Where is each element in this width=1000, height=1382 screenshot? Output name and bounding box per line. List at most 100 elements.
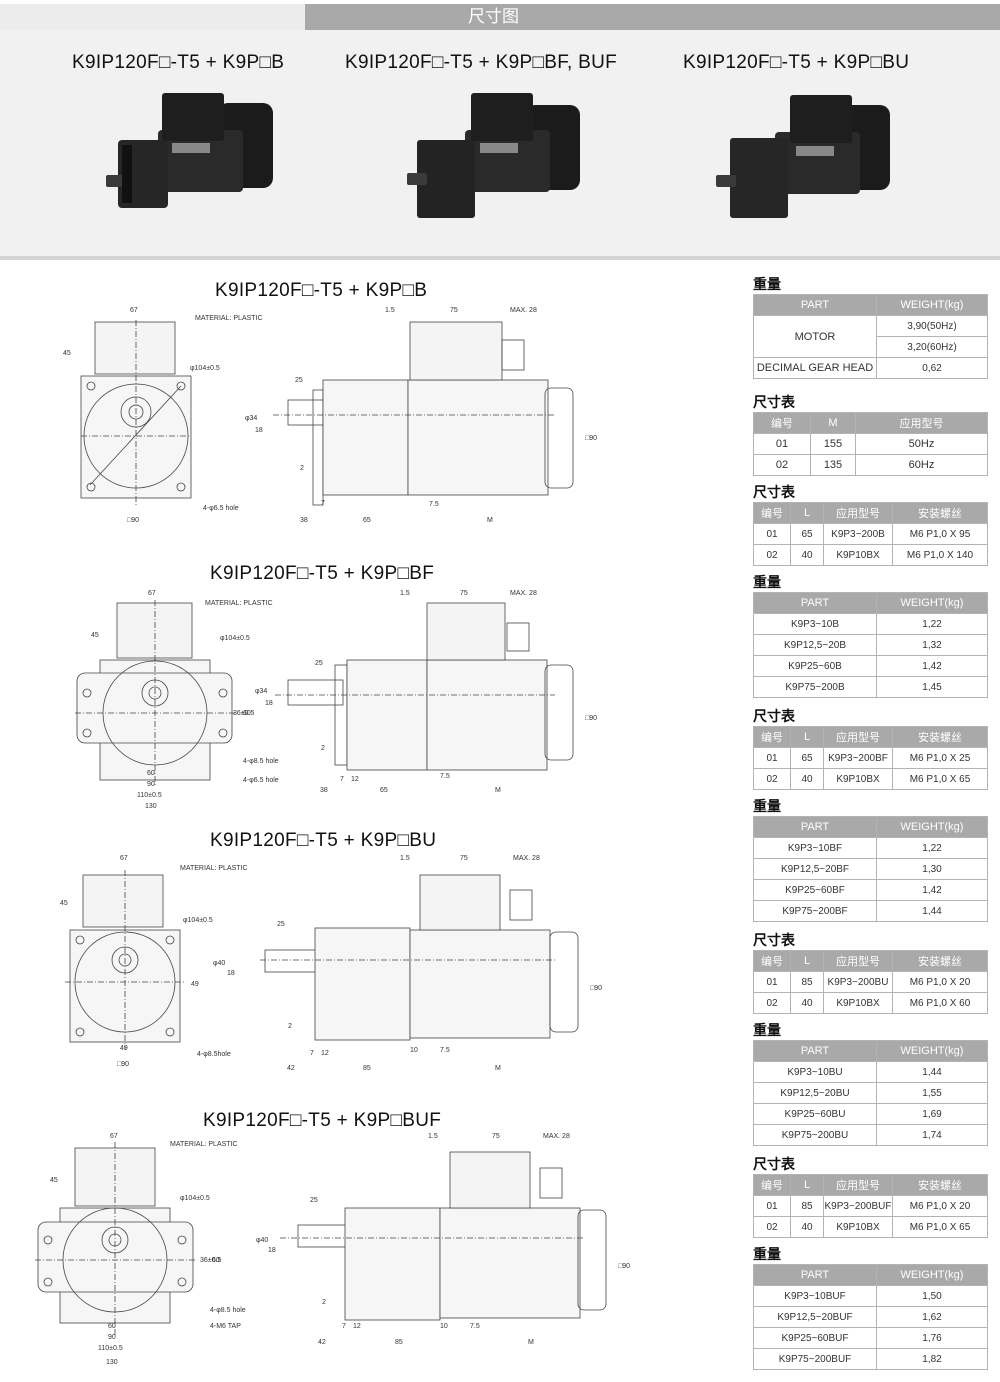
cell: 1,74 xyxy=(876,1124,988,1146)
dim-1-5: 1.5 xyxy=(400,855,410,862)
label-motor-dims: 尺寸表 xyxy=(753,394,795,410)
cell: 1,82 xyxy=(876,1348,988,1370)
cell: 1,42 xyxy=(876,655,988,677)
label-weight: 重量 xyxy=(753,574,781,590)
cell: 1,62 xyxy=(876,1306,988,1328)
dim-65: 65 xyxy=(363,517,371,524)
dim-12: 12 xyxy=(351,776,359,783)
dim-110: 110±0.5 xyxy=(137,792,162,799)
th: L xyxy=(790,726,824,748)
dim-45: 45 xyxy=(63,350,71,357)
cell: K9P12,5~20BU xyxy=(753,1082,877,1104)
dim-36: 36±0.5 xyxy=(200,1257,221,1264)
th: WEIGHT(kg) xyxy=(876,816,988,838)
dim-12: 12 xyxy=(353,1323,361,1330)
cell: 02 xyxy=(753,992,791,1014)
label-dims: 尺寸表 xyxy=(753,708,795,724)
cell: M6 P1,0 X 140 xyxy=(892,544,988,566)
th: 编号 xyxy=(753,726,791,748)
cell: 1,45 xyxy=(876,676,988,698)
drawing-b: 67 MATERIAL: PLASTIC 45 φ104±0.5 4-φ6.5 … xyxy=(63,307,597,524)
dim-67: 67 xyxy=(120,855,128,862)
label-motor-weight: 重量 xyxy=(753,276,781,292)
cell: K9P75~200BU xyxy=(753,1124,877,1146)
dim-60-h: 60 xyxy=(212,1257,220,1264)
cell-gear: DECIMAL GEAR HEAD xyxy=(753,357,877,379)
dim-75: 75 xyxy=(492,1133,500,1140)
hole-note-2: 4-φ6.5 hole xyxy=(243,777,279,784)
cell: 01 xyxy=(753,1195,791,1217)
cell: 1,76 xyxy=(876,1327,988,1349)
drawing-bu: 67 MATERIAL: PLASTIC 45 φ104±0.5 4-φ8.5h… xyxy=(60,855,602,1072)
hole-note-1: 4-φ8.5 hole xyxy=(210,1307,246,1314)
th: WEIGHT(kg) xyxy=(876,1040,988,1062)
material-note: MATERIAL: PLASTIC xyxy=(180,865,248,872)
motor-photo-bu xyxy=(716,95,890,218)
label-weight: 重量 xyxy=(753,798,781,814)
dim-square: □90 xyxy=(127,517,139,524)
dim-38: 38 xyxy=(300,517,308,524)
cell: 40 xyxy=(790,1216,824,1238)
cell: 40 xyxy=(790,544,824,566)
drawing-title-b: K9IP120F□-T5 + K9P□B xyxy=(215,280,428,301)
drawing-title-buf: K9IP120F□-T5 + K9P□BUF xyxy=(203,1110,442,1131)
th: 应用型号 xyxy=(823,1174,893,1196)
dim-7: 7 xyxy=(340,776,344,783)
dim-7-5: 7.5 xyxy=(440,773,450,780)
dim-M: M xyxy=(487,517,493,524)
hole-note-2: 4-M6 TAP xyxy=(210,1323,241,1330)
cell: M6 P1,0 X 95 xyxy=(892,523,988,545)
cell: K9P12,5~20BF xyxy=(753,858,877,880)
dim-10: 10 xyxy=(440,1323,448,1330)
dim-130: 130 xyxy=(106,1359,118,1366)
dim-18: 18 xyxy=(268,1247,276,1254)
cell: 60Hz xyxy=(855,454,988,476)
cell: M6 P1,0 X 25 xyxy=(892,747,988,769)
dim-sq90: □90 xyxy=(585,435,597,442)
dim-sq90: □90 xyxy=(618,1263,630,1270)
cell: K9P10BX xyxy=(823,1216,893,1238)
cell: K9P3~200B xyxy=(823,523,893,545)
dim-M: M xyxy=(495,1065,501,1072)
dim-7: 7 xyxy=(342,1323,346,1330)
dim-pcd: φ104±0.5 xyxy=(190,365,220,372)
header-bar: 尺寸图 xyxy=(305,4,1000,30)
dim-sq90: □90 xyxy=(585,715,597,722)
dim-2: 2 xyxy=(322,1299,326,1306)
dim-75: 75 xyxy=(450,307,458,314)
dim-75: 75 xyxy=(460,855,468,862)
dim-pcd: φ104±0.5 xyxy=(180,1195,210,1202)
dim-18: 18 xyxy=(227,970,235,977)
cell: K9P3~10BUF xyxy=(753,1285,877,1307)
dim-max: MAX. 28 xyxy=(510,590,537,597)
th: 编号 xyxy=(753,950,791,972)
cell: K9P25~60BUF xyxy=(753,1327,877,1349)
cell: 1,30 xyxy=(876,858,988,880)
dim-45: 45 xyxy=(91,632,99,639)
page-title: 尺寸图 xyxy=(468,7,519,26)
cell: 65 xyxy=(790,523,824,545)
cell: K9P12,5~20BUF xyxy=(753,1306,877,1328)
dim-key: 25 xyxy=(315,660,323,667)
cell-gear-w: 0,62 xyxy=(876,357,988,379)
cell: 02 xyxy=(753,544,791,566)
cell: 1,44 xyxy=(876,900,988,922)
cell: M6 P1,0 X 60 xyxy=(892,992,988,1014)
cell: 02 xyxy=(753,1216,791,1238)
